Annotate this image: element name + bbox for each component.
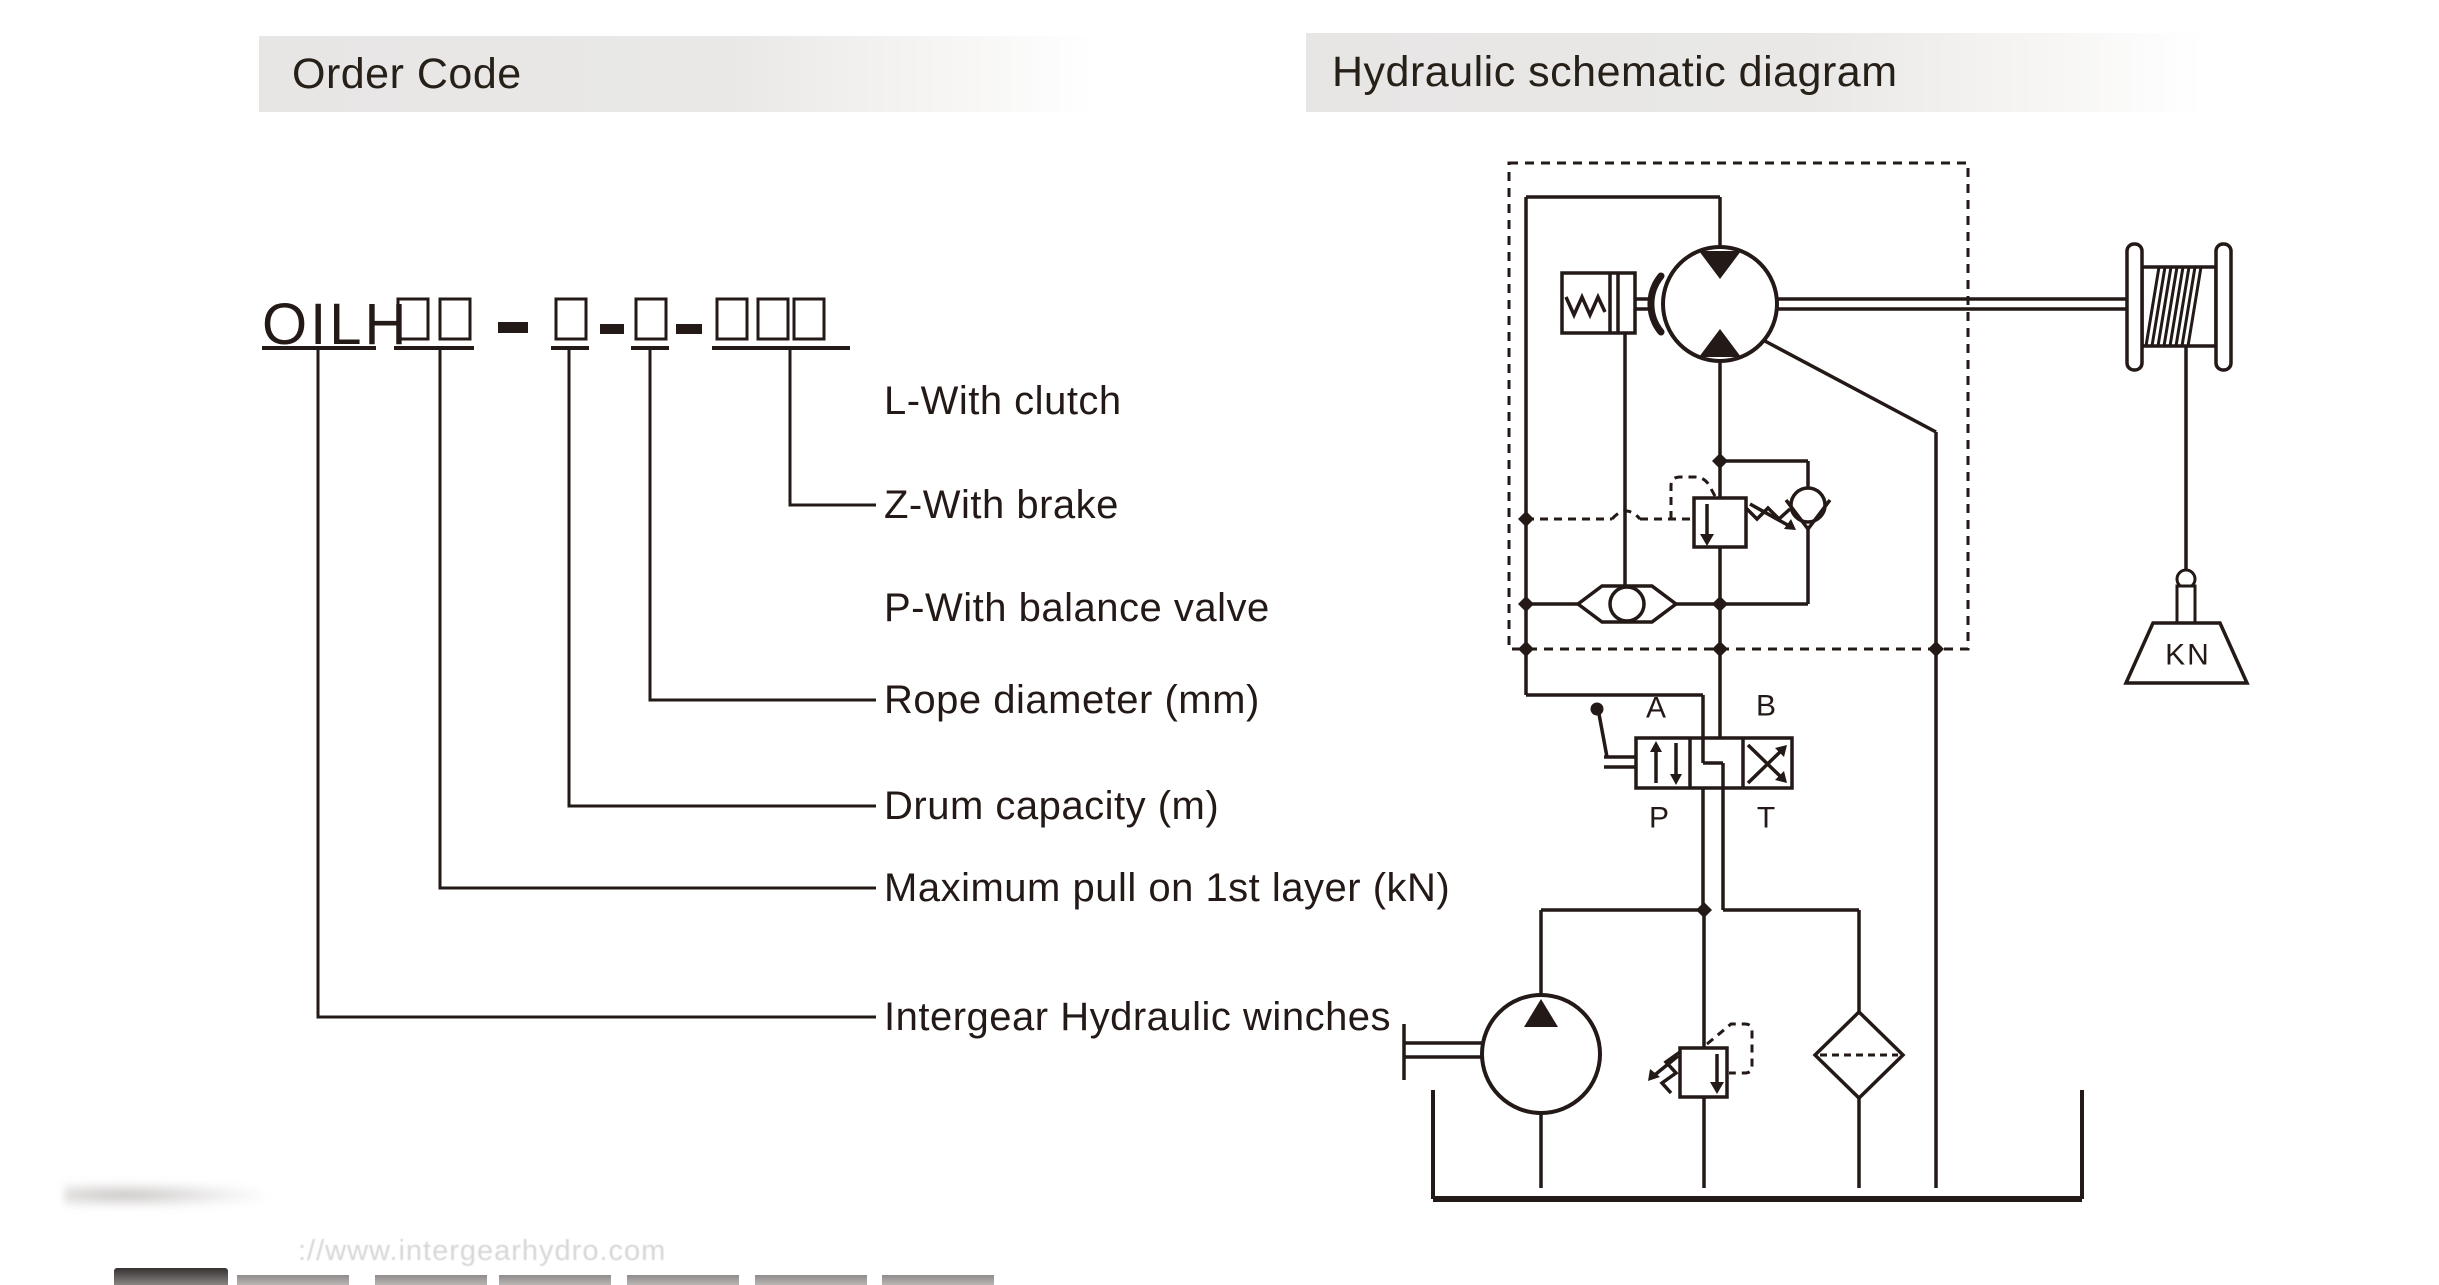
header-order-code: Order Code: [259, 36, 1114, 112]
label-with-brake: Z-With brake: [884, 483, 1119, 527]
relief-pilot-dashed: [1706, 1022, 1754, 1075]
valve-lever: [1590, 702, 1636, 769]
label-with-clutch: L-With clutch: [884, 379, 1122, 423]
port-labels: A B P T: [1646, 690, 1776, 835]
motor-circle: [1661, 245, 1779, 363]
header-schematic: Hydraulic schematic diagram: [1306, 33, 2222, 112]
manifold-dashed-box: [1507, 161, 1970, 651]
cutoff-table-cell: [882, 1275, 994, 1285]
relief-spring: [1659, 1050, 1682, 1095]
load-weight: KN: [2123, 568, 2250, 685]
tank: [1431, 1090, 2084, 1202]
brake-spring: [1564, 292, 1607, 320]
header-schematic-label: Hydraulic schematic diagram: [1332, 48, 1898, 96]
port-label-b: B: [1756, 690, 1776, 723]
counterbalance-adjust-arrow: [1749, 502, 1794, 530]
scan-smudge: [64, 1182, 264, 1208]
directional-valve: [1590, 702, 1794, 790]
hydraulic-schematic: KN A B P T: [1402, 161, 2250, 1202]
cutoff-table-cell: [499, 1275, 611, 1285]
header-order-code-label: Order Code: [292, 49, 522, 98]
shuttle-valve: [1575, 584, 1679, 624]
label-balance-valve: P-With balance valve: [884, 586, 1270, 630]
check-valve: [1784, 486, 1832, 531]
counterbalance-spring: [1744, 505, 1792, 522]
cutoff-table-cell-dark: [114, 1268, 228, 1285]
cutoff-table-cell: [375, 1275, 487, 1285]
port-label-a: A: [1646, 692, 1666, 725]
code-boxes: [396, 297, 826, 341]
motor-flow-triangle-bottom: [1699, 329, 1741, 357]
cutoff-table-cell: [755, 1275, 867, 1285]
code-dashes: [498, 322, 702, 334]
load-weight-label: KN: [2165, 639, 2211, 672]
winch-drum: [2125, 242, 2233, 372]
label-winch-series: Intergear Hydraulic winches: [884, 995, 1391, 1039]
hydraulic-motor: [1661, 245, 1779, 363]
hydraulic-pump: [1480, 993, 1602, 1115]
drum-rope-hatching: [2144, 266, 2203, 347]
pump-circle: [1480, 993, 1602, 1115]
label-drum-capacity: Drum capacity (m): [884, 784, 1219, 828]
brake-shoe-arc: [1647, 272, 1665, 336]
label-maximum-pull: Maximum pull on 1st layer (kN): [884, 866, 1450, 910]
pump-flow-triangle: [1524, 999, 1558, 1027]
motor-flow-triangle-top: [1699, 251, 1741, 279]
junction-dots: [1518, 453, 1944, 918]
brake-actuator: [1560, 271, 1665, 336]
code-leader-lines: [316, 348, 876, 1019]
order-code-diagram: OILH L-With clut: [262, 292, 1450, 1039]
relief-valve: [1648, 1022, 1754, 1099]
label-rope-diameter: Rope diameter (mm): [884, 678, 1260, 722]
filter: [1812, 1009, 1906, 1101]
code-option-labels: L-With clutch Z-With brake P-With balanc…: [884, 379, 1450, 1039]
cutoff-table-cell: [627, 1275, 739, 1285]
pilot-line-dashed: [1526, 475, 1718, 521]
counterbalance-valve: [1692, 496, 1796, 549]
port-label-p: P: [1649, 802, 1669, 835]
cutoff-table-cell: [237, 1275, 349, 1285]
watermark-url: ://www.intergearhydro.com: [298, 1235, 667, 1267]
port-label-t: T: [1757, 802, 1775, 835]
